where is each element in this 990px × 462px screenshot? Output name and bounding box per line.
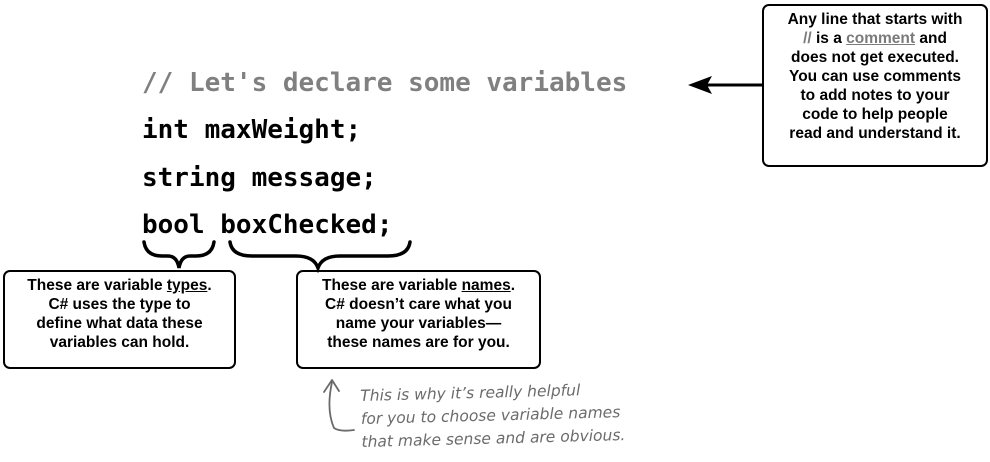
callout-line: C# uses the type to (48, 296, 191, 313)
callout-line: You can use comments (789, 68, 961, 85)
code-comment-line: // Let's declare some variables (142, 68, 628, 98)
code-line-int: int maxWeight; (142, 115, 362, 145)
callout-line: // is a comment and (803, 30, 947, 47)
up-arrow-icon (323, 379, 355, 432)
callout-line: These are variable types. (27, 277, 212, 294)
callout-line: these names are for you. (327, 334, 510, 351)
code-line-bool: bool boxChecked; (142, 210, 392, 240)
callout-line: These are variable names. (321, 277, 516, 294)
types-callout: These are variable types. C# uses the ty… (3, 270, 236, 369)
brace-icon (228, 240, 412, 274)
callout-line: to add notes to your (800, 87, 950, 104)
code-type-bool: bool (142, 210, 205, 240)
callout-line: read and understand it. (789, 125, 961, 142)
left-arrow-icon (688, 76, 762, 94)
callout-line: C# doesn’t care what you (325, 296, 512, 313)
callout-line: name your variables— (335, 315, 502, 332)
code-name-boxchecked: boxChecked; (220, 210, 393, 240)
callout-line: Any line that starts with (787, 11, 963, 28)
callout-line: define what data these (36, 315, 203, 332)
callout-line: variables can hold. (49, 334, 190, 351)
brace-icon (142, 240, 216, 269)
callout-line: does not get executed. (791, 49, 959, 66)
comment-callout: Any line that starts with // is a commen… (762, 4, 988, 167)
callout-line: code to help people (802, 106, 948, 123)
code-line-string: string message; (142, 163, 377, 193)
names-callout: These are variable names. C# doesn’t car… (296, 270, 541, 369)
